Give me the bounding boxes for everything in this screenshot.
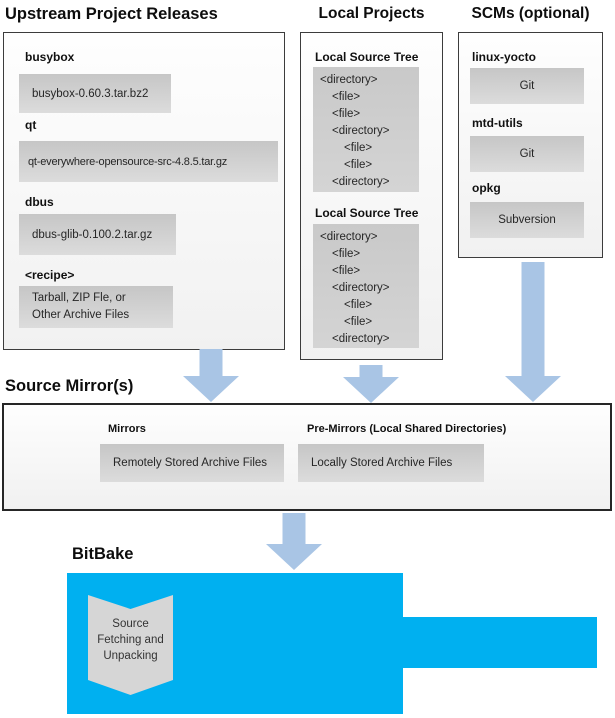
mirrors-label: Mirrors [108,423,146,435]
local-source-tree-1: <directory> <file> <file> <directory> <f… [313,67,419,192]
tree-item: <directory> [320,74,378,86]
source-fetching-line1: Source [112,618,149,630]
tree-item: <file> [332,248,361,260]
linux-yocto-scm-text: Git [519,80,535,92]
recipe-label: <recipe> [25,268,75,282]
source-mirrors-title: Source Mirror(s) [5,377,134,395]
opkg-label: opkg [472,181,501,195]
opkg-scm-box: Subversion [470,202,584,238]
scms-title: SCMs (optional) [471,5,590,22]
mtd-utils-scm-box: Git [470,136,584,172]
mtd-utils-scm-text: Git [519,148,535,160]
tree-item: <file> [332,91,361,103]
tree-item: <directory> [320,231,378,243]
source-fetching-line3: Unpacking [103,650,158,662]
qt-label: qt [25,118,37,132]
tree-item: <directory> [332,125,390,137]
tree-item: <directory> [332,333,390,345]
down-arrow-upstream-to-mirrors-icon [183,349,239,402]
local-archive-text: Locally Stored Archive Files [311,457,453,469]
premirrors-label: Pre-Mirrors (Local Shared Directories) [307,423,507,435]
recipe-archive-box: Tarball, ZIP Fle, or Other Archive Files [19,286,173,328]
busybox-tarball-text: busybox-0.60.3.tar.bz2 [32,87,149,100]
dbus-tarball-text: dbus-glib-0.100.2.tar.gz [32,228,153,241]
bitbake-title: BitBake [72,545,134,563]
qt-tarball-text: qt-everywhere-opensource-src-4.8.5.tar.g… [28,155,228,168]
busybox-label: busybox [25,50,75,64]
busybox-tarball-box: busybox-0.60.3.tar.bz2 [19,74,171,113]
remote-archive-box: Remotely Stored Archive Files [100,444,284,482]
local-source-tree-2: <directory> <file> <file> <directory> <f… [313,224,419,348]
qt-tarball-box: qt-everywhere-opensource-src-4.8.5.tar.g… [19,141,278,182]
down-arrow-mirrors-to-bitbake-icon [266,513,322,570]
opkg-scm-text: Subversion [498,214,556,226]
tree-item: <directory> [332,176,390,188]
down-arrow-scms-to-mirrors-icon [505,262,561,402]
linux-yocto-label: linux-yocto [472,50,537,64]
tree-item: <file> [344,299,373,311]
local-projects-title: Local Projects [318,5,425,22]
source-fetching-chevron: Source Fetching and Unpacking [88,595,173,695]
mtd-utils-label: mtd-utils [472,116,523,130]
remote-archive-text: Remotely Stored Archive Files [113,457,268,469]
down-arrow-local-to-mirrors-icon [343,365,399,403]
local-source-tree-1-label: Local Source Tree [315,50,419,64]
recipe-archive-line2: Other Archive Files [32,309,130,321]
recipe-archive-line1: Tarball, ZIP Fle, or [32,292,126,304]
dbus-label: dbus [25,195,54,209]
bitbake-output-bar [403,617,597,668]
source-fetching-line2: Fetching and [97,634,164,646]
upstream-releases-title: Upstream Project Releases [5,5,218,23]
tree-item: <file> [344,159,373,171]
linux-yocto-scm-box: Git [470,68,584,104]
dbus-tarball-box: dbus-glib-0.100.2.tar.gz [19,214,176,255]
local-source-tree-2-label: Local Source Tree [315,206,419,220]
tree-item: <file> [344,142,373,154]
tree-item: <file> [332,108,361,120]
tree-item: <file> [344,316,373,328]
tree-item: <directory> [332,282,390,294]
local-archive-box: Locally Stored Archive Files [298,444,484,482]
tree-item: <file> [332,265,361,277]
